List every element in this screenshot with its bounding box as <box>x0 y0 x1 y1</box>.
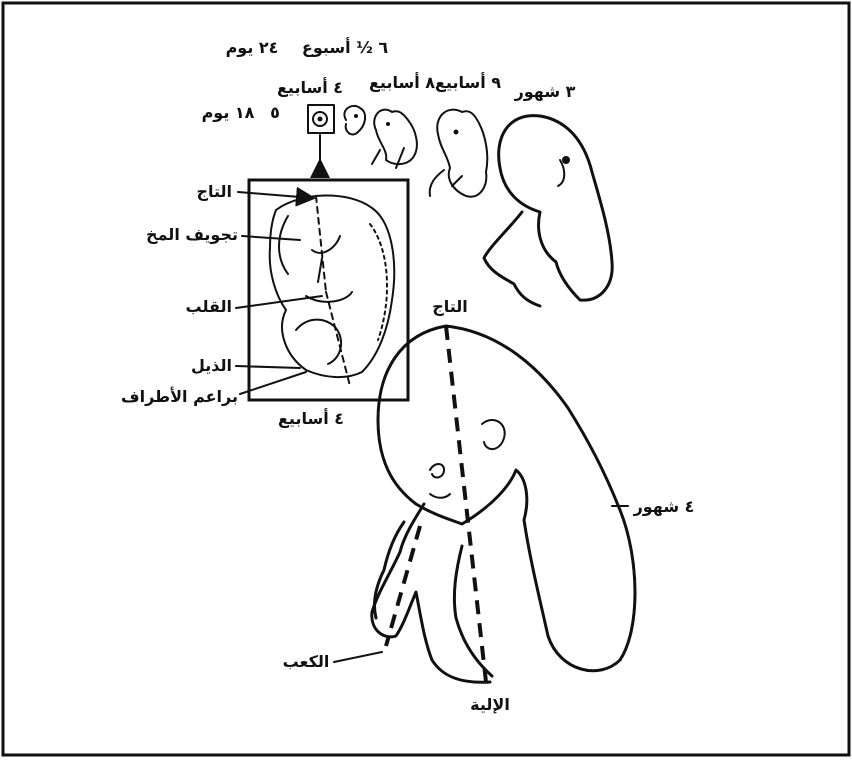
label-4-weeks-bottom: ٤ أسابيع <box>278 408 344 428</box>
label-6-5-weeks: ٦ ½ أسبوع <box>302 37 388 57</box>
embryo-6-5-weeks <box>344 106 365 135</box>
embryo-9-weeks <box>430 110 488 197</box>
label-rump: الإلية <box>470 695 510 714</box>
inset-label-brain-cavity: تجويف المخ <box>146 225 238 244</box>
label-9-weeks: ٩ أسابيع <box>435 72 501 92</box>
inset-label-crown: التاج <box>196 182 232 201</box>
inset-label-limb-buds: براعم الأطراف <box>121 387 238 406</box>
label-18-days: ١٨ يوم <box>202 103 255 122</box>
embryo-4-weeks-small <box>308 105 334 162</box>
embryo-8-weeks <box>372 110 417 168</box>
fetus-3-months <box>484 116 612 306</box>
label-8-weeks: ٨ أسابيع <box>369 72 435 92</box>
label-heel: الكعب <box>283 652 330 671</box>
label-crown: التاج <box>432 297 468 316</box>
label-24-days: ٢٤ يوم <box>226 38 279 57</box>
label-3-months: ٣ شهور <box>514 82 576 101</box>
fetus-4-months <box>372 326 635 682</box>
inset-label-tail: الذيل <box>191 356 232 375</box>
label-4-weeks-top: ٤ أسابيع <box>277 77 343 97</box>
label-5: ٥ <box>270 103 280 122</box>
label-4-months: ٤ شهور <box>633 497 695 516</box>
inset-label-heart: القلب <box>186 297 232 316</box>
